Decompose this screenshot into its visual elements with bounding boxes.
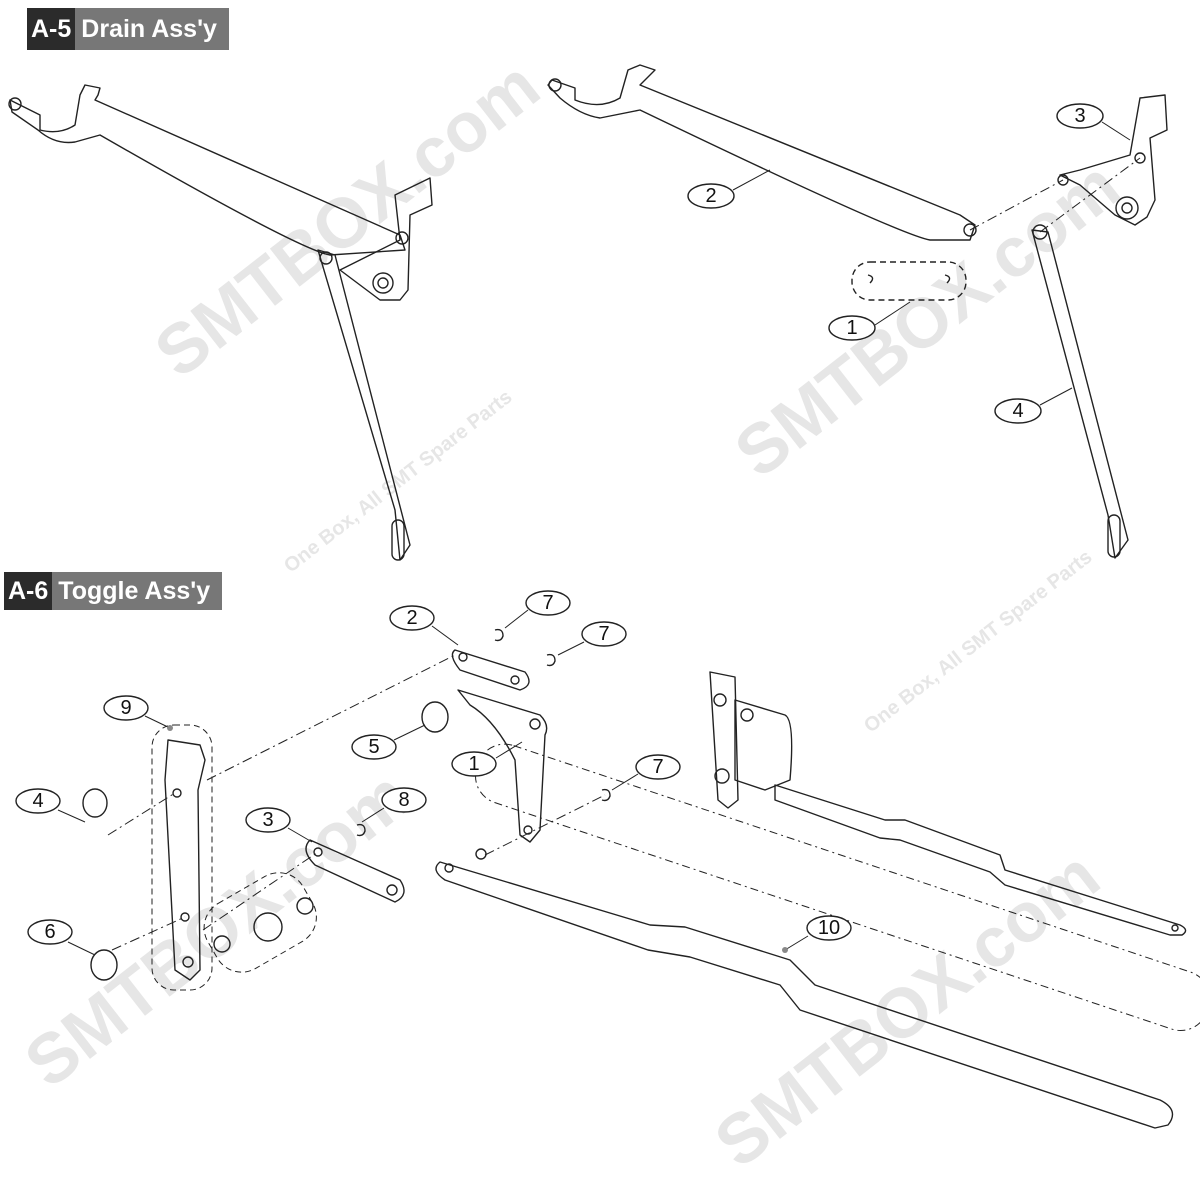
callout-a6-10: 10	[782, 915, 852, 953]
callout-a6-6: 6	[27, 919, 96, 956]
callout-label: 9	[120, 697, 131, 719]
section-title: Toggle Ass'y	[52, 572, 223, 610]
callout-label: 1	[846, 317, 857, 339]
callout-label: 4	[32, 790, 43, 812]
callout-a6-5: 5	[351, 724, 426, 760]
callout-label: 2	[406, 607, 417, 629]
callout-a6-1: 1	[451, 741, 523, 777]
callout-label: 7	[598, 623, 609, 645]
callout-label: 3	[262, 809, 273, 831]
callout-label: 6	[44, 921, 55, 943]
callout-a5-3: 3	[1056, 103, 1131, 141]
callout-a5-1: 1	[828, 301, 911, 341]
callout-a6-7a: 7	[504, 590, 571, 629]
callout-label: 7	[652, 756, 663, 778]
callout-label: 5	[368, 736, 379, 758]
callout-label: 10	[818, 917, 840, 939]
callout-label: 4	[1012, 400, 1023, 422]
section-code: A-5	[27, 8, 76, 50]
callout-a6-7c: 7	[611, 754, 681, 791]
section-title: Drain Ass'y	[75, 8, 229, 50]
parts-diagram: 1 2 3 4 1 2 3 4 5	[8, 64, 1200, 1129]
toggle-assy-exploded	[82, 628, 1200, 1129]
section-header-drain-assy: A-5 Drain Ass'y	[27, 8, 229, 50]
callout-a5-2: 2	[687, 169, 771, 209]
callout-a6-4: 4	[15, 788, 86, 823]
callout-a6-8: 8	[361, 787, 427, 823]
callout-a6-3: 3	[245, 807, 313, 843]
callout-label: 8	[398, 789, 409, 811]
callout-a6-7b: 7	[557, 621, 627, 656]
callout-a5-4: 4	[994, 387, 1073, 424]
callout-label: 1	[468, 753, 479, 775]
callout-label: 7	[542, 592, 553, 614]
callout-a6-2: 2	[389, 605, 459, 646]
callout-label: 3	[1074, 105, 1085, 127]
drain-assy-assembled	[8, 84, 433, 561]
drain-assy-exploded	[547, 64, 1168, 559]
section-header-toggle-assy: A-6 Toggle Ass'y	[4, 572, 223, 610]
callout-a6-9: 9	[103, 695, 173, 731]
callout-label: 2	[705, 185, 716, 207]
section-code: A-6	[4, 572, 53, 610]
